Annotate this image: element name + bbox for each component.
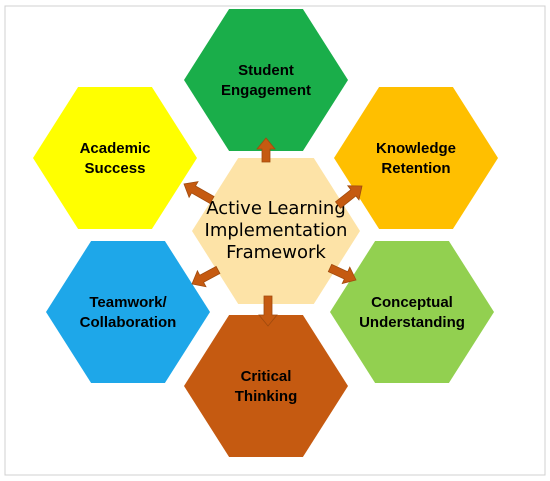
arrow-to-conceptual-understanding — [327, 263, 357, 285]
hex-label-line: Active Learning — [206, 198, 346, 219]
hex-label-line: Student — [238, 62, 294, 79]
arrow-to-teamwork-collaboration — [191, 265, 221, 288]
hexagon-shape — [184, 9, 348, 151]
nodes-layer: StudentEngagementKnowledgeRetentionConce… — [33, 9, 498, 457]
arrows-layer — [183, 137, 363, 327]
hex-label-line: Thinking — [235, 388, 298, 405]
hexagon-shape — [33, 87, 197, 229]
hex-label-line: Academic — [80, 140, 151, 157]
hex-label-line: Teamwork/ — [89, 294, 167, 311]
arrow-to-knowledge-retention — [334, 185, 363, 209]
hex-label-line: Collaboration — [80, 314, 177, 331]
hex-label-line: Retention — [381, 160, 450, 177]
hex-label-line: Understanding — [359, 314, 465, 331]
hex-label-line: Framework — [226, 242, 326, 263]
hex-node-teamwork-collaboration: Teamwork/Collaboration — [46, 241, 210, 383]
arrow-to-academic-success — [183, 181, 215, 205]
hex-label-line: Success — [85, 160, 146, 177]
center-hexagon-shape — [192, 158, 360, 304]
arrow-to-student-engagement — [256, 137, 276, 163]
hex-label-line: Knowledge — [376, 140, 456, 157]
hex-label-line: Engagement — [221, 82, 311, 99]
hex-label-line: Implementation — [205, 220, 348, 241]
hexagon-shape — [334, 87, 498, 229]
hex-label-line: Conceptual — [371, 294, 453, 311]
hexagon-shape — [330, 241, 494, 383]
hexagon-shape — [46, 241, 210, 383]
diagram-border — [4, 5, 546, 476]
hexagon-shape — [184, 315, 348, 457]
hex-label-line: Critical — [241, 368, 292, 385]
arrow-to-critical-thinking — [258, 295, 278, 327]
